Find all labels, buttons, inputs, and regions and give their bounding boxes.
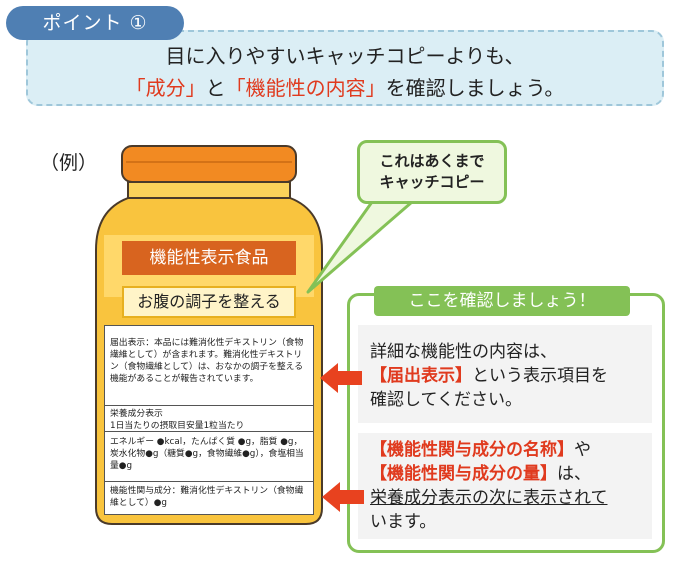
functional-ingredient: 機能性関与成分：難消化性デキストリン（食物繊維として）●g bbox=[110, 486, 304, 508]
nutrition-header: 栄養成分表示 1日当たりの摂取目安量1粒当たり bbox=[105, 406, 313, 432]
nutrition-values: エネルギー ●kcal，たんぱく質 ●g，脂質 ●g，炭水化物●g（糖質●g，食… bbox=[105, 432, 313, 482]
point-badge: ポイント ① bbox=[6, 6, 184, 40]
check-block-notice: 詳細な機能性の内容は、 【届出表示】という表示項目を 確認してください。 bbox=[358, 325, 652, 423]
header-box: 目に入りやすいキャッチコピーよりも、 「成分」と「機能性の内容」を確認しましょう… bbox=[26, 30, 664, 106]
notice-section: 届出表示：本品には難消化性デキストリン（食物繊維として）が含まれます。難消化性デ… bbox=[105, 326, 313, 406]
cb2-line-2-rest: は、 bbox=[557, 464, 591, 484]
cb2-line-3: 栄養成分表示の次に表示されて bbox=[370, 488, 608, 508]
check-panel-title: ここを確認しましょう！ bbox=[374, 286, 630, 316]
arrow-left-icon bbox=[322, 482, 364, 512]
header-function-content: 「機能性の内容」 bbox=[225, 76, 386, 100]
header-ingredient: 「成分」 bbox=[125, 76, 206, 100]
cb1-line-2-rest: という表示項目を bbox=[472, 366, 608, 386]
cb2-line-1: 【機能性関与成分の名称】や bbox=[370, 439, 591, 462]
ingredient-amount-term: 【機能性関与成分の量】 bbox=[370, 464, 557, 484]
cb2-line-2: 【機能性関与成分の量】は、 bbox=[370, 463, 591, 486]
ingredient-name-term: 【機能性関与成分の名称】 bbox=[370, 440, 574, 460]
catchphrase-banner: お腹の調子を整える bbox=[122, 286, 296, 318]
cb1-line-2: 【届出表示】という表示項目を bbox=[370, 365, 608, 388]
nutrition-title: 栄養成分表示 bbox=[110, 409, 163, 419]
product-type-badge: 機能性表示食品 bbox=[122, 241, 296, 275]
catchcopy-bubble: これはあくまで キャッチコピー bbox=[357, 140, 507, 204]
cb2-line-1-rest: や bbox=[574, 440, 591, 460]
header-and: と bbox=[205, 76, 226, 100]
header-line-1: 目に入りやすいキャッチコピーよりも、 bbox=[165, 44, 525, 68]
cb1-line-1: 詳細な機能性の内容は、 bbox=[370, 342, 557, 362]
cb2-line-4: います。 bbox=[370, 512, 437, 532]
bottle-label: 届出表示：本品には難消化性デキストリン（食物繊維として）が含まれます。難消化性デ… bbox=[104, 325, 314, 515]
bubble-line-1: これはあくまで bbox=[379, 152, 485, 170]
nutrition-subtitle: 1日当たりの摂取目安量1粒当たり bbox=[110, 421, 245, 431]
header-check: を確認しましょう。 bbox=[385, 76, 565, 100]
bubble-line-2: キャッチコピー bbox=[379, 173, 485, 191]
notice-term: 【届出表示】 bbox=[370, 366, 472, 386]
bubble-tail bbox=[306, 190, 416, 294]
header-line-2: 「成分」と「機能性の内容」を確認しましょう。 bbox=[28, 72, 662, 101]
example-label: （例） bbox=[40, 152, 98, 174]
cb1-line-3: 確認してください。 bbox=[370, 390, 522, 410]
arrow-left-icon bbox=[320, 363, 362, 393]
check-block-ingredients: 【機能性関与成分の名称】や 【機能性関与成分の量】は、 栄養成分表示の次に表示さ… bbox=[358, 433, 652, 539]
